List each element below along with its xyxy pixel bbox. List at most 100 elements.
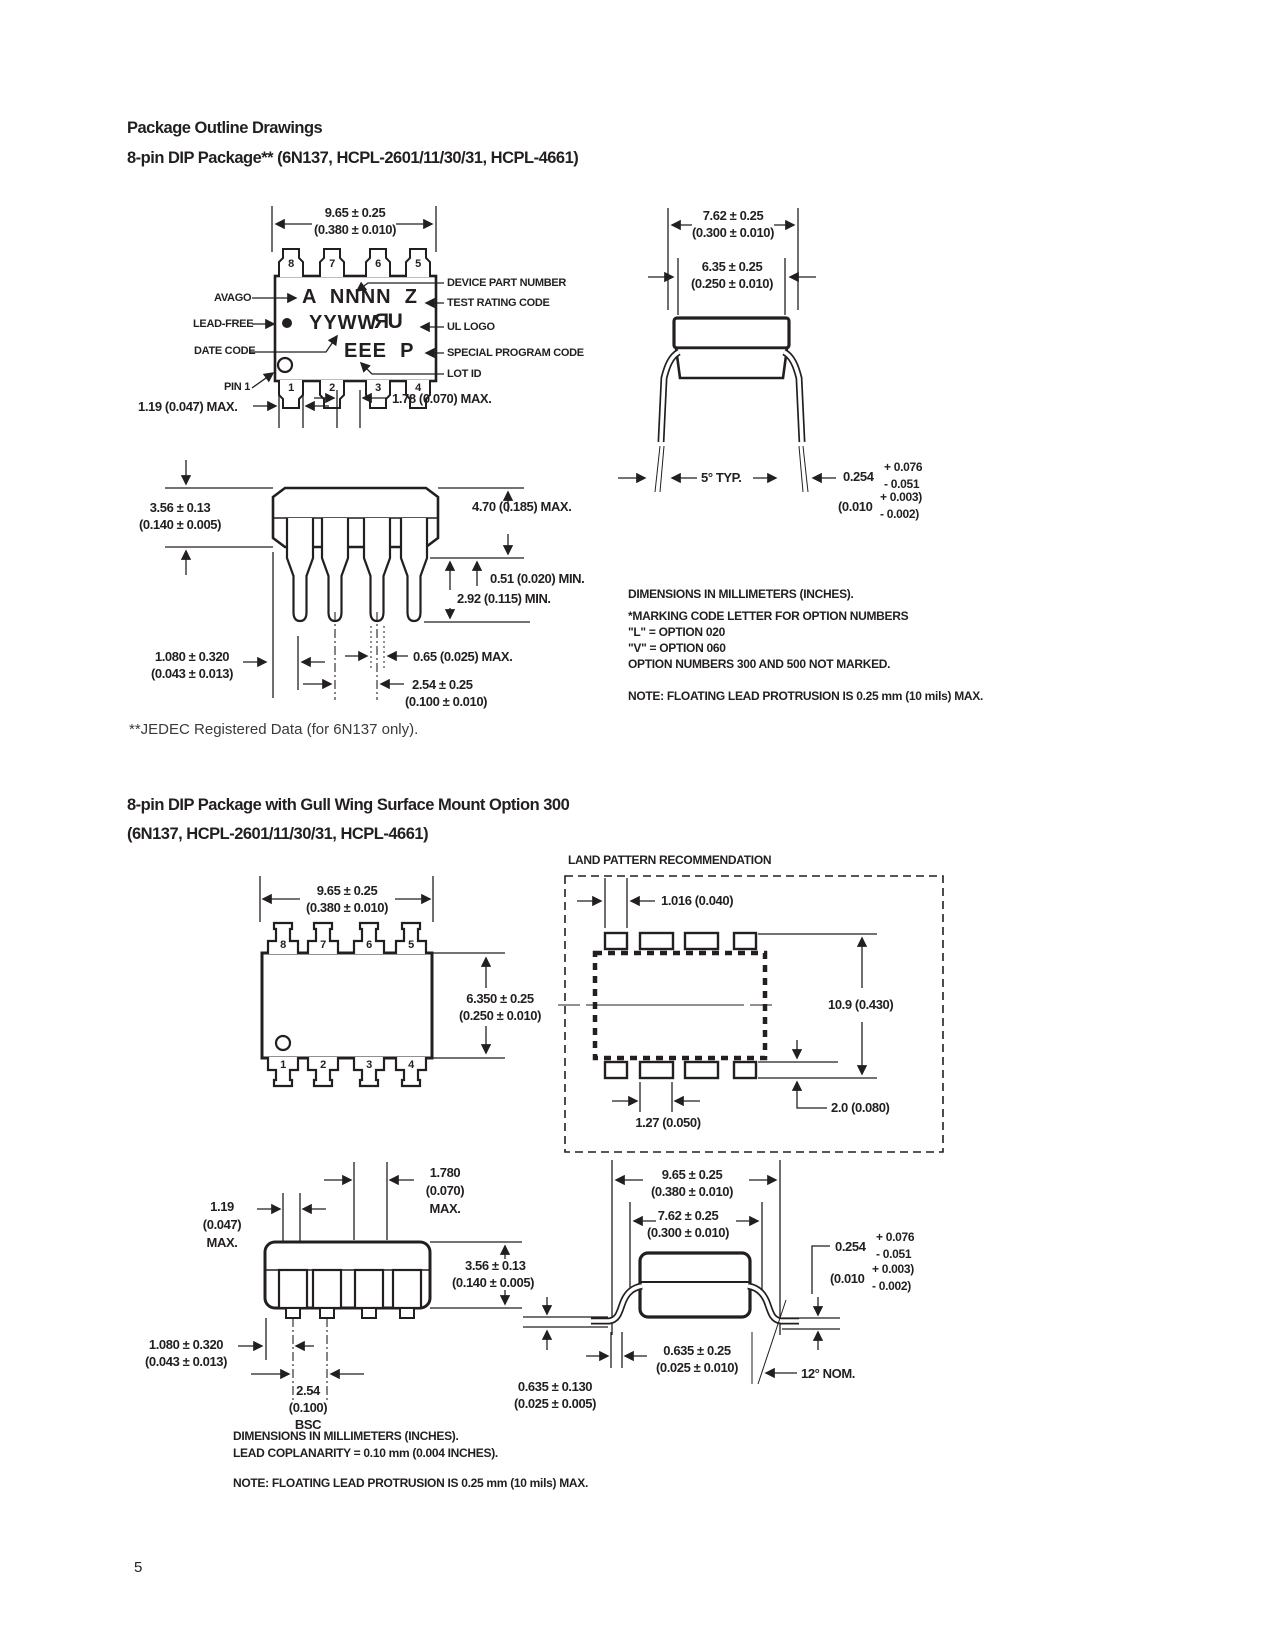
callout-date-code: DATE CODE <box>194 345 256 357</box>
dim-pad-pitch: 1.27 (0.050) <box>635 1115 701 1130</box>
dip-end-view-drawing <box>618 208 836 493</box>
callout-special-program-code: SPECIAL PROGRAM CODE <box>447 347 584 359</box>
dip-side-view-drawing <box>165 460 530 700</box>
dim-thickness-mm-plus: + 0.076 <box>884 460 923 474</box>
pin-number: 4 <box>415 382 421 394</box>
callout-pin1: PIN 1 <box>224 381 251 393</box>
pin-number: 2 <box>320 1059 326 1071</box>
pin-number: 3 <box>375 382 381 394</box>
dim-pitch-in: (0.100 ± 0.010) <box>405 694 488 709</box>
dim-gw-foot-in: (0.025 ± 0.010) <box>655 1360 739 1375</box>
page-number: 5 <box>134 1559 143 1576</box>
pin-number: 7 <box>320 939 326 951</box>
section2-subtitle: (6N137, HCPL-2601/11/30/31, HCPL-4661) <box>127 825 429 843</box>
marking-line1: A NNNN Z <box>302 286 418 308</box>
dim-gw-lead-width-max: MAX. <box>206 1235 238 1250</box>
dim-gw-thickness-mm-plus: + 0.076 <box>876 1230 915 1244</box>
dim-gw-body-width-mm: 7.62 ± 0.25 <box>657 1208 719 1223</box>
dim-gw-lead-width-mm: 1.19 <box>210 1199 234 1214</box>
dim-gw-standoff-mm: 0.635 ± 0.130 <box>517 1379 593 1394</box>
dim-gw-body-width-in: (0.300 ± 0.010) <box>646 1225 730 1240</box>
dim-gw-thickness-mm-minus: - 0.051 <box>876 1247 912 1261</box>
dim-overall-height: 4.70 (0.185) MAX. <box>472 499 572 514</box>
note-gw-units: DIMENSIONS IN MILLIMETERS (INCHES). <box>233 1429 459 1443</box>
dim-lead-length: 2.92 (0.115) MIN. <box>455 591 553 606</box>
callout-test-rating-code: TEST RATING CODE <box>447 297 550 309</box>
callout-lead-free: LEAD-FREE <box>193 318 254 330</box>
pin-number: 7 <box>329 258 335 270</box>
dim-gw-lead-width-in: (0.047) <box>202 1217 242 1232</box>
note-gw-lead-protrusion: NOTE: FLOATING LEAD PROTRUSION IS 0.25 m… <box>233 1476 589 1490</box>
dim-thickness-mm: 0.254 <box>843 469 874 484</box>
marking-line3: EEE P <box>344 340 415 362</box>
dim-pad-length: 2.0 (0.080) <box>831 1100 890 1115</box>
dim-gw-body-height-mm: 3.56 ± 0.13 <box>463 1258 528 1273</box>
section2-title: 8-pin DIP Package with Gull Wing Surface… <box>127 796 570 814</box>
section1-subtitle: 8-pin DIP Package** (6N137, HCPL-2601/11… <box>127 149 579 167</box>
pin-number: 1 <box>280 1059 286 1071</box>
land-pattern-title: LAND PATTERN RECOMMENDATION <box>568 853 772 867</box>
dim-gw-foot-mm: 0.635 ± 0.25 <box>663 1343 731 1358</box>
dim-gw-tip-mm: 1.780 <box>429 1165 461 1180</box>
ul-logo-icon: ЯU <box>374 310 403 333</box>
land-pattern-drawing <box>558 875 944 1153</box>
dim-thickness-in: (0.010 <box>838 499 873 514</box>
dim-gw-span-mm: 9.65 ± 0.25 <box>661 1167 723 1182</box>
dim-gw-body-height-in: (0.140 ± 0.005) <box>450 1275 537 1290</box>
dim-gw-span-in: (0.380 ± 0.010) <box>650 1184 734 1199</box>
pin-number: 5 <box>415 258 421 270</box>
note-units: DIMENSIONS IN MILLIMETERS (INCHES). <box>628 587 854 601</box>
pin-number: 2 <box>329 382 335 394</box>
dim-dip-width-mm: 9.65 ± 0.25 <box>324 205 386 220</box>
dim-gw-base-width-in: (0.043 ± 0.013) <box>144 1354 228 1369</box>
dim-pad-width: 1.016 (0.040) <box>661 893 734 908</box>
dim-gw-thickness-in-plus: + 0.003) <box>872 1262 914 1276</box>
dim-lead-angle: 5° TYP. <box>701 470 742 485</box>
dim-gw-thickness-in-minus: - 0.002) <box>872 1279 911 1293</box>
dim-gw-tip-in: (0.070) <box>425 1183 465 1198</box>
dim-gw-thickness-in: (0.010 <box>830 1271 865 1286</box>
dim-gw-base-width-mm: 1.080 ± 0.320 <box>148 1337 224 1352</box>
pin-number: 3 <box>366 1059 372 1071</box>
dim-body-width-in: (0.250 ± 0.010) <box>690 276 774 291</box>
dim-gw-foot-angle: 12° NOM. <box>801 1366 856 1381</box>
dim-body-width-mm: 6.35 ± 0.25 <box>701 259 763 274</box>
dim-lead-width: 1.19 (0.047) MAX. <box>138 399 238 414</box>
pin1-indicator <box>274 1034 292 1052</box>
dim-base-width-in: (0.043 ± 0.013) <box>150 666 234 681</box>
lead-free-dot-icon <box>282 318 292 328</box>
callout-avago: AVAGO <box>214 292 252 304</box>
gullwing-end-view-drawing <box>523 1160 840 1385</box>
dim-pitch-mm: 2.54 ± 0.25 <box>412 677 473 692</box>
gullwing-side-view-drawing <box>238 1162 522 1400</box>
jedec-note: **JEDEC Registered Data (for 6N137 only)… <box>129 721 419 738</box>
dim-thickness-in-plus: + 0.003) <box>880 490 922 504</box>
dim-gw-height-mm: 6.350 ± 0.25 <box>464 991 536 1006</box>
pin-number: 8 <box>288 258 294 270</box>
marking-line2: YYWW <box>309 312 378 334</box>
note-option-020: "L" = OPTION 020 <box>628 625 725 639</box>
dim-base-width-mm: 1.080 ± 0.320 <box>154 649 230 664</box>
dim-thickness-mm-minus: - 0.051 <box>884 477 920 491</box>
pin-number: 5 <box>408 939 414 951</box>
dim-lead-offset: 1.78 (0.070) MAX. <box>392 391 492 406</box>
dim-body-height-in: (0.140 ± 0.005) <box>138 517 222 532</box>
pin1-indicator <box>276 356 294 374</box>
dim-gw-standoff-in: (0.025 ± 0.005) <box>513 1396 597 1411</box>
dim-gw-width-in: (0.380 ± 0.010) <box>305 900 389 915</box>
note-lead-protrusion: NOTE: FLOATING LEAD PROTRUSION IS 0.25 m… <box>628 689 984 703</box>
pin-number: 6 <box>375 258 381 270</box>
dim-gw-height-in: (0.250 ± 0.010) <box>456 1008 544 1023</box>
dim-span-in: (0.300 ± 0.010) <box>691 225 775 240</box>
dim-standoff: 0.51 (0.020) MIN. <box>490 571 585 586</box>
dim-dip-width-in: (0.380 ± 0.010) <box>313 222 397 237</box>
dim-body-height-mm: 3.56 ± 0.13 <box>149 500 211 515</box>
callout-device-part-number: DEVICE PART NUMBER <box>447 277 567 289</box>
note-gw-coplanarity: LEAD COPLANARITY = 0.10 mm (0.004 INCHES… <box>233 1446 498 1460</box>
dim-gw-thickness-mm: 0.254 <box>835 1239 866 1254</box>
pin-number: 6 <box>366 939 372 951</box>
callout-lot-id: LOT ID <box>447 368 482 380</box>
dip-top-view-drawing <box>250 206 444 428</box>
dim-gw-pitch-mm: 2.54 <box>296 1383 320 1398</box>
